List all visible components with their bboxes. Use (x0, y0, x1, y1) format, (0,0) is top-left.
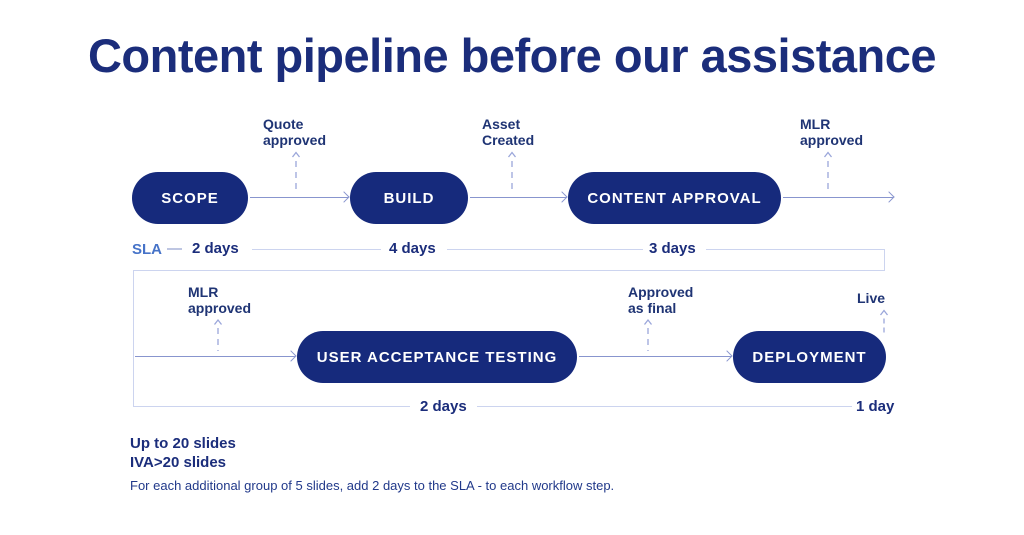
note-up-to-20-slides: Up to 20 slides (130, 435, 236, 452)
stage-label: SCOPE (161, 189, 219, 207)
note-additional-slides: For each additional group of 5 slides, a… (130, 478, 615, 493)
sla-label: SLA (132, 241, 162, 258)
up-arrow-dashed-icon (291, 150, 301, 197)
wrap-line-top (133, 270, 885, 271)
stage-pill-scope: SCOPE (132, 172, 248, 224)
sla-line-bottom (133, 406, 852, 407)
flow-arrow-icon (783, 197, 893, 198)
milestone-label-mlr-approved: MLR approved (800, 116, 863, 148)
up-arrow-dashed-icon (507, 150, 517, 197)
flow-arrow-icon (135, 356, 295, 357)
wrap-line-left (133, 270, 134, 407)
stage-label: USER ACCEPTANCE TESTING (316, 348, 558, 366)
milestone-line: Quote (263, 116, 304, 132)
page-title: Content pipeline before our assistance (87, 29, 937, 82)
sla-duration-scope: 2 days (192, 240, 239, 257)
stage-label: CONTENT APPROVAL (587, 189, 762, 207)
milestone-line: Asset (482, 116, 521, 132)
stage-pill-user-acceptance-testing: USER ACCEPTANCE TESTING (297, 331, 577, 383)
milestone-label-asset-created: Asset Created (482, 116, 534, 148)
milestone-label-mlr-approved-2: MLR approved (188, 284, 251, 316)
milestone-line: MLR (188, 284, 219, 300)
sla-line (252, 249, 381, 250)
sla-duration-content-approval: 3 days (649, 240, 696, 257)
sla-duration-uat: 2 days (410, 398, 477, 416)
stage-label: BUILD (383, 189, 435, 207)
flow-arrow-icon (250, 197, 348, 198)
up-arrow-dashed-icon (213, 318, 223, 357)
flow-arrow-icon (470, 197, 566, 198)
milestone-label-approved-as-final: Approved as final (628, 284, 693, 316)
milestone-line: Approved (628, 284, 694, 300)
milestone-label-live: Live (857, 290, 885, 306)
milestone-line: MLR (800, 116, 831, 132)
up-arrow-dashed-icon (879, 309, 889, 340)
milestone-line: approved (800, 132, 864, 148)
milestone-label-quote-approved: Quote approved (263, 116, 326, 148)
up-arrow-dashed-icon (643, 318, 653, 357)
milestone-line: as final (628, 300, 677, 316)
milestone-line: Created (482, 132, 535, 148)
stage-pill-content-approval: CONTENT APPROVAL (568, 172, 781, 224)
sla-duration-deployment: 1 day (856, 398, 895, 415)
note-iva-20-slides: IVA>20 slides (130, 454, 227, 471)
milestone-line: approved (263, 132, 327, 148)
stage-pill-deployment: DEPLOYMENT (733, 331, 886, 383)
wrap-line-right (883, 250, 885, 271)
flow-arrow-icon (579, 356, 731, 357)
up-arrow-dashed-icon (823, 150, 833, 197)
stage-pill-build: BUILD (350, 172, 468, 224)
sla-line (706, 249, 885, 250)
milestone-line: approved (188, 300, 252, 316)
milestone-line: Live (857, 290, 886, 306)
sla-dash: — (167, 240, 182, 257)
sla-line (447, 249, 643, 250)
stage-label: DEPLOYMENT (752, 348, 867, 366)
sla-duration-build: 4 days (389, 240, 436, 257)
